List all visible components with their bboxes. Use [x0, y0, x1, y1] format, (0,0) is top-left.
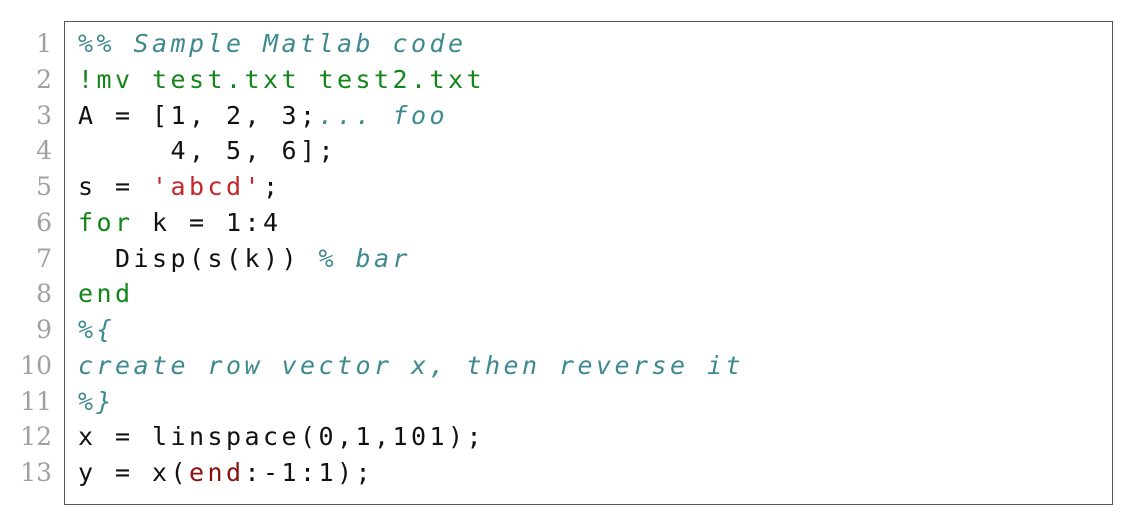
code-body: %% Sample Matlab code !mv test.txt test2… [78, 21, 745, 487]
comment-token: % bar [318, 243, 412, 273]
code-token: k = 1:4 [133, 207, 282, 237]
code-line-8: end [78, 271, 744, 309]
comment-token: %} [78, 386, 116, 416]
code-line-13: y = x(end:-1:1); [78, 450, 744, 487]
code-token: :-1:1); [244, 458, 375, 487]
line-number: 4 [36, 136, 52, 166]
code-line-10: create row vector x, then reverse it [78, 343, 745, 380]
code-token: s = [78, 172, 153, 201]
line-number: 1 [36, 29, 52, 58]
code-line-6: for k = 1:4 [78, 200, 744, 237]
line-number: 5 [36, 172, 52, 201]
comment-token: %% Sample Matlab code [78, 29, 467, 58]
end-index-token: end [189, 458, 245, 487]
code-listing-frame [64, 21, 1113, 505]
line-number: 6 [36, 207, 52, 237]
keyword-token: for [78, 207, 134, 237]
code-token: 4, 5, 6]; [78, 136, 338, 166]
string-token: 'abcd' [152, 172, 264, 201]
code-token: ; [263, 172, 282, 201]
code-token: Disp(s(k)) [78, 243, 319, 273]
code-token: A = [1, 2, 3; [78, 100, 319, 130]
line-number: 12 [20, 422, 52, 452]
code-line-7: Disp(s(k)) % bar [78, 236, 744, 273]
line-number: 13 [20, 458, 52, 487]
code-line-4: 4, 5, 6]; [78, 128, 744, 166]
code-token: y = x( [78, 458, 190, 487]
line-number-gutter: 1 2 3 4 5 6 7 8 9 10 11 12 13 [0, 21, 52, 487]
code-line-9: %{ [78, 307, 744, 344]
code-line-1: %% Sample Matlab code [78, 21, 744, 58]
keyword-token: end [78, 279, 134, 309]
code-line-12: x = linspace(0,1,101); [78, 414, 744, 452]
line-number: 8 [36, 279, 52, 309]
line-number: 11 [20, 386, 52, 416]
code-line-3: A = [1, 2, 3;... foo [78, 93, 744, 130]
line-number: 2 [36, 64, 52, 94]
comment-token: %{ [78, 315, 116, 344]
code-line-5: s = 'abcd'; [78, 164, 744, 201]
shell-command-token: !mv test.txt test2.txt [78, 64, 486, 94]
code-line-11: %} [78, 379, 744, 416]
line-number: 10 [20, 350, 52, 380]
comment-token: ... foo [318, 100, 449, 130]
code-token: x = linspace(0,1,101); [78, 422, 486, 452]
code-line-2: !mv test.txt test2.txt [78, 57, 744, 94]
line-number: 3 [36, 100, 52, 130]
comment-token: create row vector x, then reverse it [78, 350, 745, 380]
line-number: 9 [36, 315, 52, 344]
line-number: 7 [36, 243, 52, 273]
